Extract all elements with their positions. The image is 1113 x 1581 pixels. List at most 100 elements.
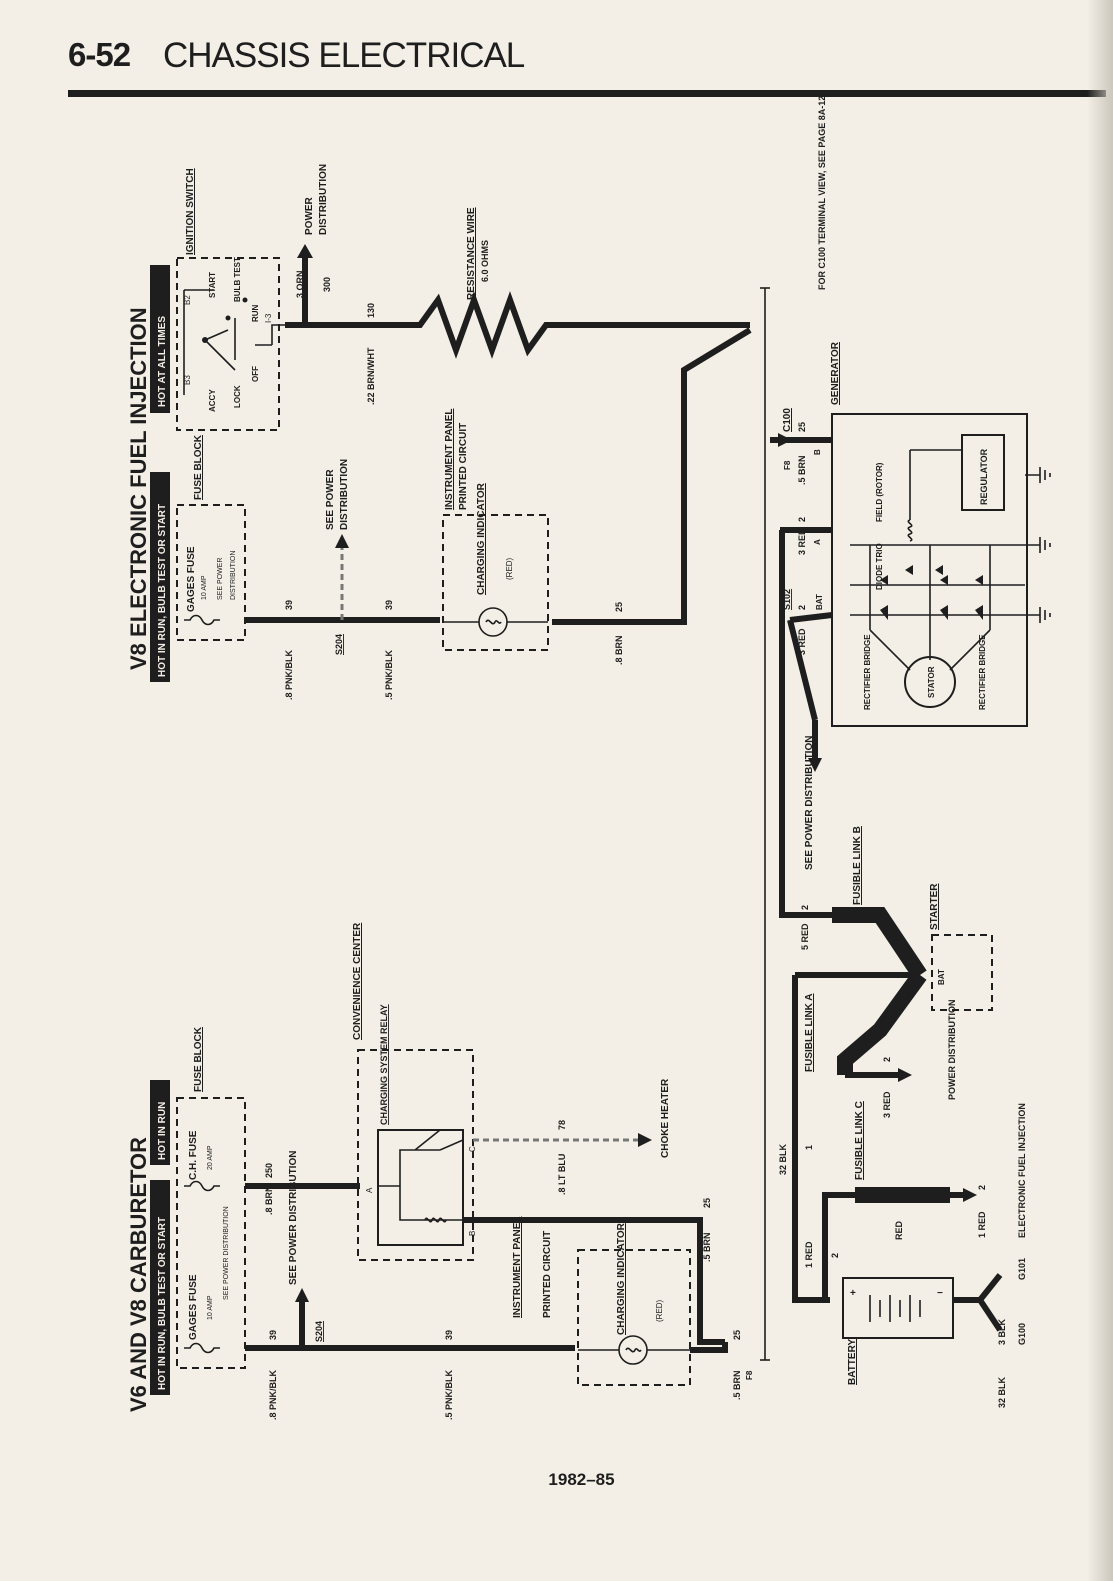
efi-see-distribution-label: DISTRIBUTION — [339, 459, 350, 530]
right-wire-3red-c: 3 RED — [882, 1091, 892, 1118]
header-rule — [68, 90, 1106, 97]
carb-wire-78: 78 — [557, 1120, 567, 1130]
resistance-wire-label: RESISTANCE WIRE — [466, 207, 477, 300]
generator-term-a: A — [813, 539, 822, 545]
ignition-switch-box — [176, 257, 280, 431]
carb-c100-f8: F8 — [745, 1370, 754, 1380]
battery-box — [842, 1277, 954, 1339]
wire-3orn: 3 ORN — [295, 270, 305, 298]
carb-splice-s204: S204 — [314, 1321, 324, 1342]
efi-hot-run-label: HOT IN RUN, BULB TEST OR START — [157, 504, 168, 677]
efi-fuse-see-power: SEE POWER — [217, 558, 224, 600]
field-coil — [907, 449, 962, 542]
right-wire-32blk-b: 32 BLK — [997, 1376, 1007, 1408]
efi-see-power-arrow — [335, 534, 349, 548]
right-wire-1red-a: 1 RED — [804, 1241, 814, 1268]
right-wire-2d: 2 — [882, 1057, 892, 1062]
efi-power-arrow — [297, 244, 313, 258]
efi-fuse-distribution: DISTRIBUTION — [230, 551, 237, 600]
ground-g100: G100 — [1017, 1323, 1027, 1345]
fusible-link-c-arrow — [963, 1188, 977, 1202]
efi-printed-circuit-label: PRINTED CIRCUIT — [458, 423, 469, 510]
starter-bat-label: BAT — [937, 969, 946, 985]
efi-wire-8pnkblk: .8 PNK/BLK — [284, 649, 294, 700]
right-wire-5red: 5 RED — [800, 923, 810, 950]
efi-gages-fuse-label: GAGES FUSE — [186, 546, 197, 612]
ignition-switch-contacts — [183, 289, 285, 395]
choke-heater-arrow — [638, 1133, 652, 1147]
carb-hot-in-run-banner — [150, 1080, 170, 1165]
carb-wire-25a: 25 — [702, 1198, 712, 1208]
relay-term-b: B — [468, 1231, 477, 1236]
battery-ground-cables — [953, 1273, 1003, 1332]
carb-gages-fuse-label: GAGES FUSE — [188, 1274, 199, 1340]
fusible-link-a — [837, 970, 927, 1075]
c100-note: FOR C100 TERMINAL VIEW, SEE PAGE 8A-12 — [817, 96, 827, 290]
carb-see-power-label: SEE POWER DISTRIBUTION — [288, 1151, 299, 1285]
relay-term-c: C — [468, 1146, 477, 1152]
regulator-label: REGULATOR — [979, 448, 989, 505]
wire-22brnwht: .22 BRN/WHT — [366, 347, 376, 405]
efi-section-title: V8 ELECTRONIC FUEL INJECTION — [126, 307, 151, 670]
efi-hot-all-times-label: HOT AT ALL TIMES — [157, 316, 168, 407]
generator-term-bat: BAT — [815, 594, 824, 610]
switch-pivot — [202, 337, 208, 343]
efi-wire-39a: 39 — [284, 600, 294, 610]
battery-minus: − — [937, 1288, 943, 1299]
ignition-switch-label: IGNITION SWITCH — [185, 168, 196, 255]
battery-main-cable — [792, 975, 830, 1303]
generator-grounds — [1025, 467, 1051, 623]
carb-wire-8brn: .8 BRN — [264, 1185, 274, 1215]
right-f8: F8 — [783, 460, 792, 470]
carb-ch-amp: 20 AMP — [207, 1145, 214, 1170]
starter-label: STARTER — [929, 883, 940, 930]
page-title: CHASSIS ELECTRICAL — [163, 36, 525, 75]
right-wire-2a: 2 — [797, 517, 807, 522]
efi-feed-label: ELECTRONIC FUEL INJECTION — [1017, 1103, 1027, 1238]
battery-plus: + — [850, 1288, 856, 1299]
ground-g101: G101 — [1017, 1258, 1027, 1280]
switch-pos-bulb-test: BULB TEST — [233, 257, 242, 302]
efi-splice-s204: S204 — [334, 634, 344, 655]
rectifier-bridge-left-label: RECTIFIER BRIDGE — [863, 634, 872, 710]
rectifier-grid — [850, 544, 1025, 671]
right-wire-3blk: 3 BLK — [997, 1318, 1007, 1345]
right-wire-2e: 2 — [830, 1253, 840, 1258]
right-wire-2f: 2 — [977, 1185, 987, 1190]
efi-wire-5pnkblk: .5 PNK/BLK — [384, 649, 394, 700]
carb-fuse-block-label: FUSE BLOCK — [193, 1026, 204, 1092]
carb-wire-39b: 39 — [444, 1330, 454, 1340]
carb-wire-5brn-b: .5 BRN — [732, 1370, 742, 1400]
regulator-box — [961, 434, 1005, 511]
right-wire-2c: 2 — [800, 905, 810, 910]
wire-300: 300 — [322, 277, 332, 292]
fusible-link-c-red: RED — [894, 1220, 904, 1240]
relay-term-a: A — [365, 1187, 374, 1193]
carb-wire-250: 250 — [264, 1163, 274, 1178]
carb-wire-39a: 39 — [268, 1330, 278, 1340]
efi-charging-indicator-label: CHARGING INDICATOR — [476, 482, 487, 595]
efi-fuse-block-label: FUSE BLOCK — [193, 434, 204, 500]
carb-lamp-filament — [625, 1347, 642, 1353]
fusible-link-c-feed — [822, 1192, 855, 1300]
relay-coil — [424, 1217, 447, 1223]
efi-power-label: POWER — [304, 196, 315, 235]
switch-pos-run: RUN — [251, 304, 260, 322]
switch-contact-dot — [242, 297, 248, 303]
convenience-center-label: CONVENIENCE CENTER — [352, 922, 363, 1040]
battery-cells — [869, 1295, 921, 1322]
carb-wire-5brn-a: .5 BRN — [702, 1232, 712, 1262]
carb-fuse-see-power: SEE POWER DISTRIBUTION — [223, 1206, 230, 1300]
efi-fuse-amp: 10 AMP — [201, 575, 208, 600]
field-rotor-label: FIELD (ROTOR) — [875, 462, 884, 522]
starter-box — [931, 934, 993, 1011]
fusible-link-a-label: FUSIBLE LINK A — [804, 993, 815, 1072]
right-wire-2b: 2 — [797, 605, 807, 610]
carb-section: V6 AND V8 CARBURETOR HOT IN RUN, BULB TE… — [126, 922, 754, 1420]
page-edge-shadow — [1087, 0, 1113, 1581]
switch-term-b3: B3 — [183, 375, 192, 385]
carb-ch-fuse-element — [184, 1180, 220, 1192]
carb-see-power-arrow — [295, 1288, 309, 1302]
carb-wire-5pnkblk: .5 PNK/BLK — [444, 1369, 454, 1420]
